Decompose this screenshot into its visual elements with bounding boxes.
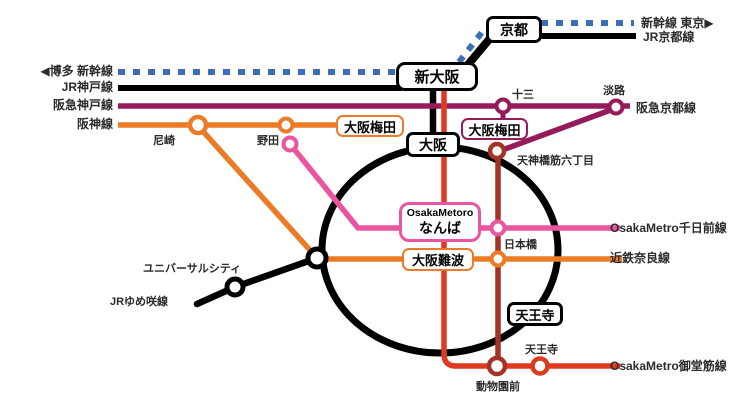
tennoji-metro-label: 天王寺 bbox=[525, 344, 558, 356]
station-box-kyoto: 京都 bbox=[486, 16, 542, 43]
tenjimbashisuji6-label: 天神橋筋六丁目 bbox=[517, 155, 594, 167]
station-nipponbashi-sennichimae-circle bbox=[489, 219, 507, 237]
midosuji-line-label: OsakaMetro御堂筋線 bbox=[610, 359, 727, 373]
station-universal-city-circle bbox=[224, 276, 246, 298]
juso-label: 十三 bbox=[512, 89, 534, 101]
hanshin-line-label: 阪神線 bbox=[76, 117, 113, 131]
namba-metro-name: なんば bbox=[419, 219, 461, 236]
station-box-osaka-namba: 大阪難波 bbox=[402, 248, 474, 271]
station-nishikujo-circle bbox=[305, 246, 329, 270]
amagasaki-label: 尼崎 bbox=[153, 135, 175, 147]
station-amagasaki-circle bbox=[187, 114, 209, 136]
jr-kyoto-line-label: JR京都線 bbox=[643, 30, 695, 44]
station-noda-circle bbox=[277, 116, 295, 134]
station-juso-circle bbox=[494, 97, 512, 115]
hankyu-kobe-line-label: 阪急神戸線 bbox=[52, 98, 113, 112]
universal-city-label: ユニバーサルシティ bbox=[143, 263, 242, 275]
station-box-shin-osaka: 新大阪 bbox=[396, 62, 478, 91]
station-box-osaka: 大阪 bbox=[406, 132, 460, 157]
station-box-umeda-hanshin: 大阪梅田 bbox=[336, 115, 404, 137]
station-tenjimbashisuji6-circle bbox=[487, 141, 507, 161]
station-box-tennoji: 天王寺 bbox=[507, 302, 563, 326]
osaka-namba-label: 大阪難波 bbox=[411, 253, 464, 268]
station-tennoji-metro-circle bbox=[530, 356, 550, 376]
shinkansen-tokyo-label: 新幹線 東京▶ bbox=[641, 16, 714, 30]
hankyu-kyoto-line-label: 阪急京都線 bbox=[636, 101, 697, 115]
dobutsuenmae-label: 動物園前 bbox=[476, 381, 520, 393]
shinkansen-hakata-label: ◀博多 新幹線 bbox=[40, 64, 113, 78]
osaka-label: 大阪 bbox=[419, 136, 447, 153]
awaji-label: 淡路 bbox=[603, 85, 625, 97]
shinkansen-line-diagonal bbox=[456, 25, 489, 64]
umeda-hanshin-label: 大阪梅田 bbox=[343, 119, 396, 135]
station-box-umeda-hankyu: 大阪梅田 bbox=[461, 118, 528, 140]
namba-metro-brand: OsakaMetoro bbox=[406, 206, 474, 219]
noda-label: 野田 bbox=[257, 135, 279, 147]
kyoto-label: 京都 bbox=[500, 21, 528, 38]
midosuji-line bbox=[441, 90, 620, 369]
sennichimae-line bbox=[287, 142, 620, 231]
shin-osaka-label: 新大阪 bbox=[414, 69, 460, 86]
nipponbashi-label: 日本橋 bbox=[504, 239, 537, 251]
kintetsu-nara-line-label: 近鉄奈良線 bbox=[610, 251, 671, 265]
hanshin-namba-diagonal bbox=[197, 126, 320, 260]
station-nipponbashi-kintetsu-circle bbox=[489, 250, 507, 268]
sennichimae-line-label: OsakaMetro千日前線 bbox=[610, 221, 727, 235]
station-noda-hanshin-circle bbox=[281, 135, 299, 153]
station-box-namba-metro: OsakaMetoro なんば bbox=[399, 202, 481, 242]
station-dobutsuenmae-circle bbox=[486, 355, 508, 377]
umeda-hankyu-label: 大阪梅田 bbox=[468, 122, 521, 138]
jr-kobe-line-label: JR神戸線 bbox=[61, 80, 113, 94]
tennoji-label: 天王寺 bbox=[515, 307, 555, 323]
jr-yumesaki-line-label: JRゆめ咲線 bbox=[110, 296, 169, 308]
station-awaji-circle bbox=[607, 98, 625, 116]
hankyu-senri-diagonal bbox=[496, 105, 617, 155]
